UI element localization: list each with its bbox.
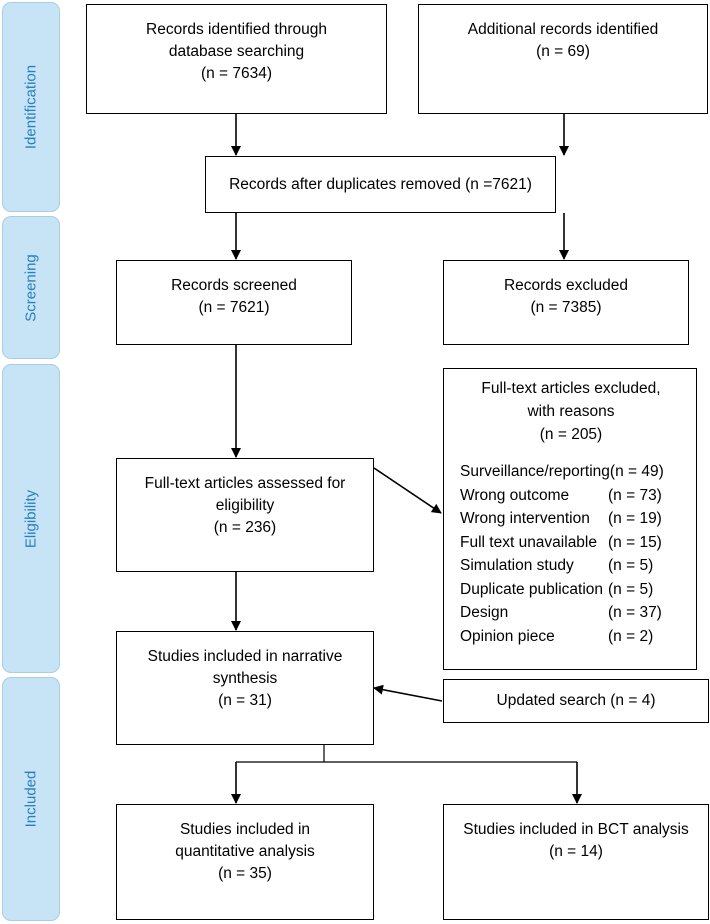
box-text: Records screened [171,277,297,294]
box-text: Full-text articles excluded, [481,380,661,397]
exclusion-reason-row: Opinion piece (n = 2) [460,625,682,649]
records-deduplicated-box: Records after duplicates removed (n =762… [205,156,556,213]
box-count: (n = 205) [539,426,603,443]
box-text: Studies included in [179,821,311,838]
reason-label: Opinion piece [460,627,555,645]
box-count: (n = 69) [536,43,590,60]
box-text: quantitative analysis [175,843,315,860]
records-excluded-box: Records excluded (n = 7385) [443,260,689,345]
box-count: (n = 14) [549,843,603,860]
reason-label: Full text unavailable [460,533,597,551]
reason-count: (n = 73) [608,486,662,504]
exclusion-reason-row: Wrong outcome (n = 73) [460,484,682,508]
exclusion-reason-row: Full text unavailable (n = 15) [460,531,682,555]
reason-count: (n = 19) [608,510,662,527]
reason-count: (n = 2) [608,627,654,645]
reason-count: (n = 37) [608,604,662,621]
phase-identification: Identification [2,2,60,212]
bct-analysis-box: Studies included in BCT analysis (n = 14… [443,804,709,920]
box-count: (n = 236) [213,519,277,536]
box-text: Records excluded [503,277,629,294]
reason-count: (n = 5) [608,557,654,574]
reason-label: Wrong outcome [460,486,570,504]
phase-included: Included [2,677,60,921]
updated-search-box: Updated search (n = 4) [443,679,709,723]
box-count: (n = 35) [218,865,272,882]
additional-records-box: Additional records identified (n = 69) [418,4,708,114]
arrow-fulltext-to-excluded [373,467,442,514]
reason-label: Surveillance/reporting [460,463,610,480]
arrow-updated-to-narrative [373,684,443,702]
box-text: database searching [168,43,305,60]
box-text: Studies included in narrative [147,648,343,665]
fulltext-assessed-box: Full-text articles assessed for eligibil… [116,458,374,572]
box-text: Studies included in BCT analysis [463,821,689,838]
phase-eligibility: Eligibility [2,364,60,673]
exclusion-reason-row: Design (n = 37) [460,601,682,625]
reason-count: (n = 5) [608,580,654,598]
records-screened-box: Records screened (n = 7621) [116,260,352,345]
reason-label: Duplicate publication [460,580,604,598]
reason-label: Design [460,604,509,621]
box-text: Records identified through [146,21,327,38]
box-text: with reasons [527,403,615,420]
box-count: (n = 7634) [200,65,273,82]
box-count: (n = 31) [218,692,272,709]
box-text: Updated search (n = 4) [496,692,656,709]
quantitative-analysis-box: Studies included in quantitative analysi… [116,804,374,920]
box-text: Additional records identified [467,21,659,38]
exclusion-reason-row: Surveillance/reporting (n = 49) [460,460,682,484]
exclusion-reason-row: Simulation study (n = 5) [460,554,682,578]
exclusion-header: Full-text articles excluded, with reason… [460,377,682,446]
phase-screening: Screening [2,216,60,359]
box-count: (n = 7385) [530,299,602,316]
box-text: Records after duplicates removed (n =762… [229,175,532,193]
exclusion-reason-row: Wrong intervention (n = 19) [460,507,682,531]
reason-label: Simulation study [460,557,574,574]
box-text: synthesis [212,670,278,687]
reason-count: (n = 15) [608,533,662,551]
records-database-box: Records identified through database sear… [86,4,387,114]
box-text: Full-text articles assessed for [144,475,346,492]
fulltext-excluded-box: Full-text articles excluded, with reason… [443,368,697,670]
box-count: (n = 7621) [198,299,270,316]
narrative-synthesis-box: Studies included in narrative synthesis … [116,631,374,745]
exclusion-reason-row: Duplicate publication (n = 5) [460,578,682,602]
reason-label: Wrong intervention [460,510,590,527]
reason-count: (n = 49) [609,463,664,480]
box-text: eligibility [215,497,275,514]
